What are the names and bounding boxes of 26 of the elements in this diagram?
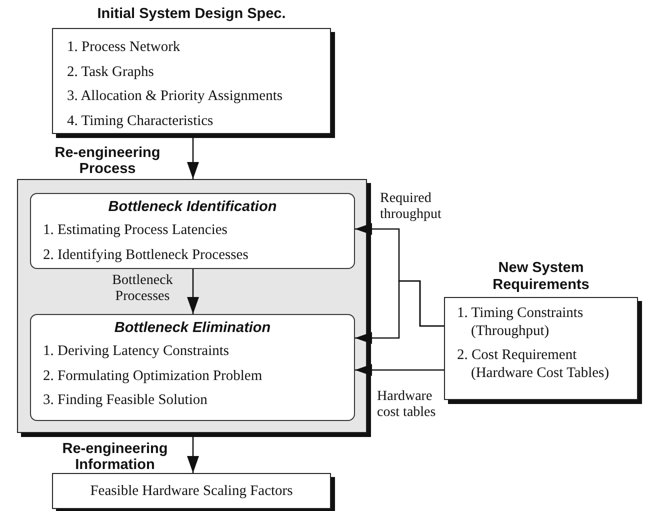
arrow (187, 269, 199, 314)
edge-label: Required throughput (380, 191, 442, 223)
arrow (355, 364, 444, 376)
list-item: 1. Process Network (67, 38, 182, 57)
box-heading: Bottleneck Identification (107, 198, 278, 217)
list-item: 2. Identifying Bottleneck Processes (43, 246, 250, 264)
list-item: 3. Finding Feasible Solution (43, 391, 208, 410)
list-item: 4. Timing Characteristics (67, 112, 214, 130)
edge-label: Bottleneck Processes (111, 273, 174, 305)
list-item: 1. Estimating Process Latencies (43, 221, 228, 240)
list-item: 2. Task Graphs (67, 62, 155, 82)
list-item: 1. Timing Constraints (Throughput) (457, 304, 584, 340)
edge-label: Re-engineering Process (54, 145, 162, 177)
list-item: 2. Formulating Optimization Problem (43, 366, 264, 386)
edge-label: Hardware cost tables (377, 389, 437, 421)
box-heading: New System Requirements (492, 260, 590, 294)
edge-label: Re-engineering Information (61, 441, 169, 473)
arrow (355, 280, 444, 344)
list-item: 2. Cost Requirement (Hardware Cost Tables) (457, 346, 610, 382)
process-box (30, 314, 355, 421)
process-box (30, 193, 355, 269)
list-item: 1. Deriving Latency Constraints (43, 342, 230, 361)
list-item: 3. Allocation & Priority Assignments (67, 87, 284, 106)
box-heading: Initial System Design Spec. (96, 6, 287, 23)
box-heading: Bottleneck Elimination (113, 319, 272, 338)
box-text: Feasible Hardware Scaling Factors (90, 482, 293, 500)
